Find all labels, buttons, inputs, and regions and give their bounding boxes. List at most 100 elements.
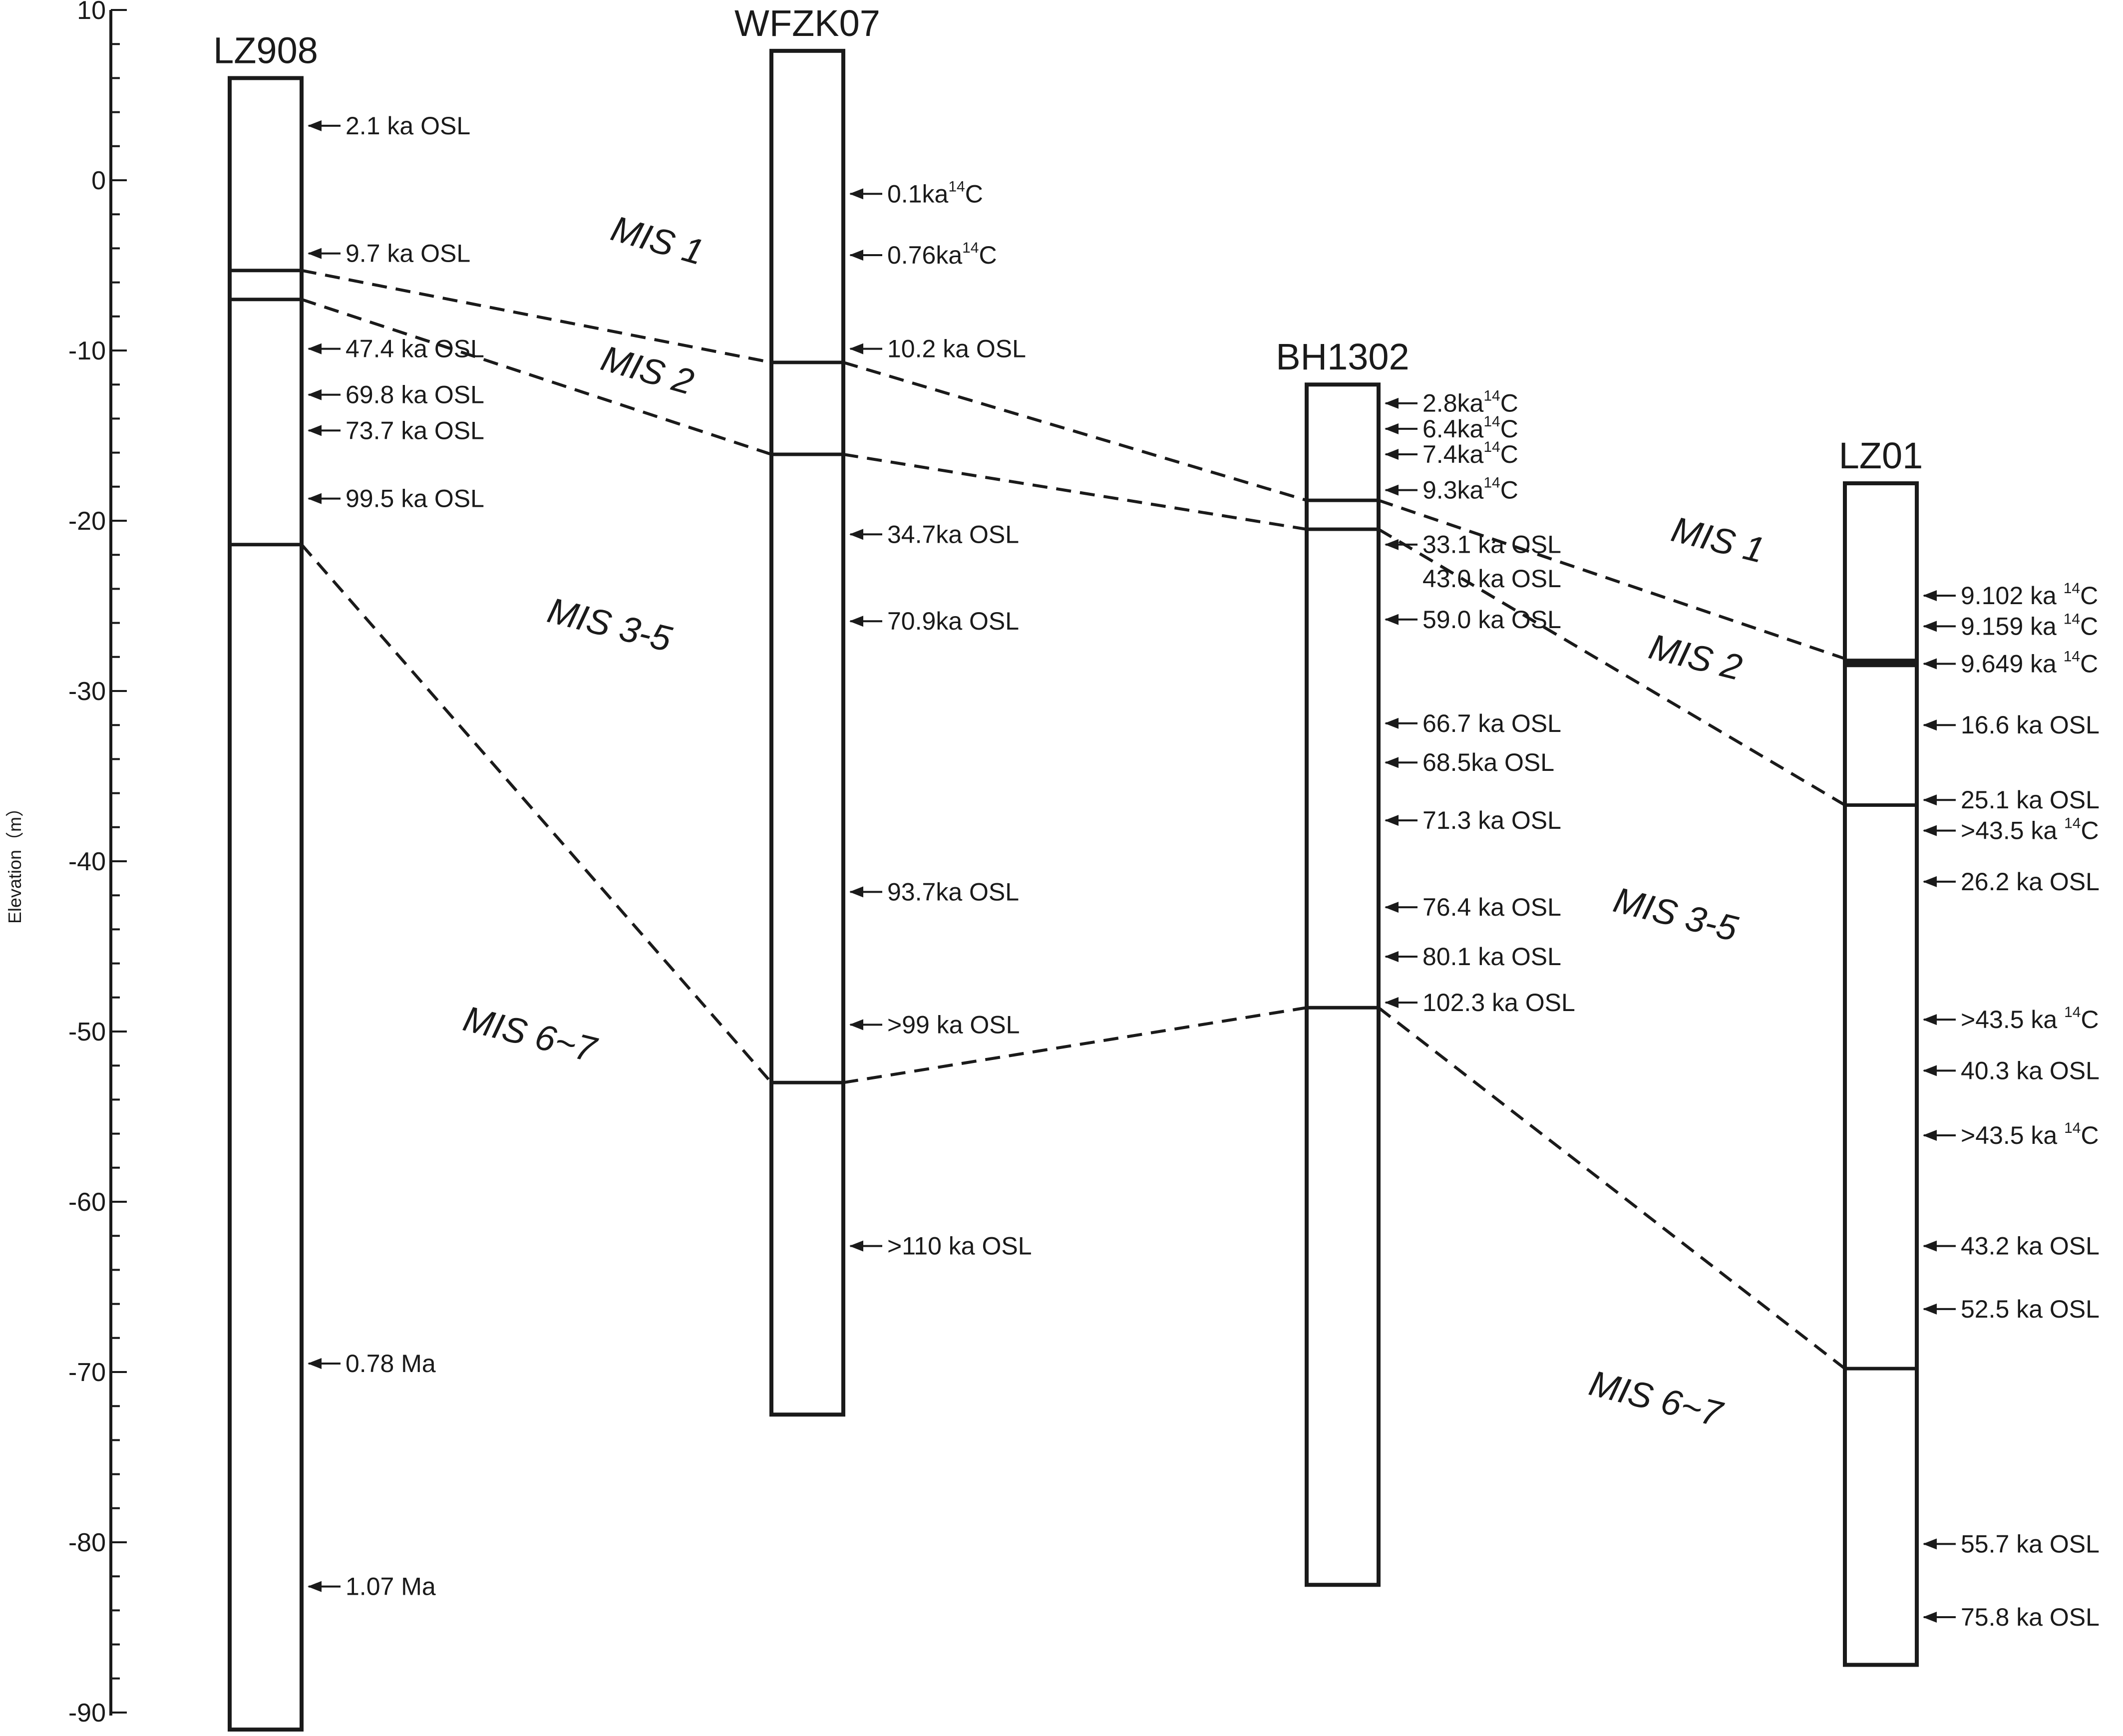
isotope-superscript: 14 [1483,413,1500,430]
date-value: 9.7 ka OSL [346,240,470,268]
axis-tick-label: -60 [68,1188,106,1217]
date-label: 0.76ka14C [887,240,997,269]
dating-sample: 33.1 ka OSL [1385,531,1561,559]
mis-stage-label: MIS 6~7 [459,999,601,1070]
axis-title: Elevation（m） [4,799,25,924]
date-label: 6.4ka14C [1422,413,1518,443]
date-label: 52.5 ka OSL [1961,1295,2100,1323]
left-arrow-icon [1923,658,1937,670]
date-label: 75.8 ka OSL [1961,1603,2100,1631]
left-arrow-icon [308,343,322,354]
left-arrow-icon [849,616,863,627]
date-value: 80.1 ka OSL [1422,943,1561,971]
date-label: 70.9ka OSL [887,607,1019,635]
dating-sample: 0.76ka14C [849,240,997,269]
isotope-superscript: 14 [2064,580,2080,597]
isotope-superscript: 14 [1483,475,1500,491]
date-label: 47.4 ka OSL [346,335,484,363]
date-label: 73.7 ka OSL [346,416,484,444]
axis-tick-label: -90 [68,1699,106,1728]
axis-tick-label: -70 [68,1358,106,1387]
date-value: 26.2 ka OSL [1961,868,2100,896]
dating-sample: 0.1ka14C [849,178,983,208]
date-label: 43.0 ka OSL [1422,565,1561,593]
left-arrow-icon [1385,539,1399,550]
dating-sample: 71.3 ka OSL [1385,806,1561,834]
left-arrow-icon [1385,484,1399,496]
dating-sample: 1.07 Ma [308,1573,436,1601]
correlation-line [1378,1006,1846,1370]
date-label: 33.1 ka OSL [1422,531,1561,559]
date-value: 43.2 ka OSL [1961,1232,2100,1260]
dating-sample: 69.8 ka OSL [308,381,484,409]
date-value: 73.7 ka OSL [346,416,484,444]
isotope-symbol: C [2081,1006,2099,1034]
dating-sample: >99 ka OSL [849,1011,1020,1039]
date-value: 25.1 ka OSL [1961,786,2100,814]
dating-sample: 102.3 ka OSL [1385,989,1575,1017]
date-label: 66.7 ka OSL [1422,709,1561,737]
date-label: 102.3 ka OSL [1422,989,1575,1017]
left-arrow-icon [849,188,863,200]
isotope-superscript: 14 [948,178,965,195]
mis-stage-label: MIS 1 [1668,509,1769,571]
left-arrow-icon [308,120,322,131]
date-label: 93.7ka OSL [887,878,1019,906]
dating-sample: 70.9ka OSL [849,607,1019,635]
left-arrow-icon [1385,423,1399,434]
mis-stage-label: MIS 2 [1645,627,1746,688]
dating-sample: 34.7ka OSL [849,520,1019,548]
date-value: 34.7ka OSL [887,520,1019,548]
left-arrow-icon [1923,621,1937,632]
left-arrow-icon [1923,1130,1937,1141]
dating-sample: 6.4ka14C [1385,413,1518,443]
left-arrow-icon [1923,876,1937,887]
isotope-superscript: 14 [2064,648,2080,665]
date-value: 52.5 ka OSL [1961,1295,2100,1323]
date-value: >43.5 ka [1961,817,2064,845]
left-arrow-icon [1385,449,1399,460]
correlation-lines [300,269,1846,1370]
axis-tick-label: -30 [68,677,106,706]
date-value: >110 ka OSL [887,1232,1032,1260]
date-value: 70.9ka OSL [887,607,1019,635]
core-column [1305,382,1381,1587]
left-arrow-icon [1923,1538,1937,1550]
peat-layer-band [1845,659,1917,668]
dating-sample: 75.8 ka OSL [1923,1603,2100,1631]
dating-sample: 25.1 ka OSL [1923,786,2100,814]
left-arrow-icon [1923,1065,1937,1076]
date-label: >43.5 ka 14C [1961,815,2099,845]
isotope-symbol: C [1500,476,1518,504]
dating-sample: >43.5 ka 14C [1923,815,2099,845]
mis-stage-label: MIS 3-5 [1610,880,1742,949]
dating-sample: 47.4 ka OSL [308,335,484,363]
date-value: 76.4 ka OSL [1422,893,1561,921]
date-label: 0.1ka14C [887,178,983,208]
dating-sample: 43.0 ka OSL [1422,565,1561,593]
dating-sample: 9.159 ka 14C [1923,611,2098,640]
left-arrow-icon [849,250,863,261]
left-arrow-icon [1385,815,1399,826]
date-value: 69.8 ka OSL [346,381,484,409]
date-label: 34.7ka OSL [887,520,1019,548]
date-label: 7.4ka14C [1422,439,1518,468]
date-value: 2.8ka [1422,389,1484,417]
dating-sample: >43.5 ka 14C [1923,1120,2099,1149]
dating-sample: 99.5 ka OSL [308,485,484,513]
date-label: 9.102 ka 14C [1961,580,2098,610]
isotope-symbol: C [2081,817,2099,845]
date-label: >43.5 ka 14C [1961,1004,2099,1034]
elevation-axis: 100-10-20-30-40-50-60-70-80-90Elevation（… [4,0,127,1728]
left-arrow-icon [1923,1612,1937,1623]
date-label: 9.159 ka 14C [1961,611,2098,640]
date-value: 40.3 ka OSL [1961,1056,2100,1084]
date-value: 71.3 ka OSL [1422,806,1561,834]
dating-sample: 93.7ka OSL [849,878,1019,906]
date-label: 59.0 ka OSL [1422,606,1561,634]
date-value: 1.07 Ma [346,1573,436,1601]
date-value: 99.5 ka OSL [346,485,484,513]
date-value: 75.8 ka OSL [1961,1603,2100,1631]
